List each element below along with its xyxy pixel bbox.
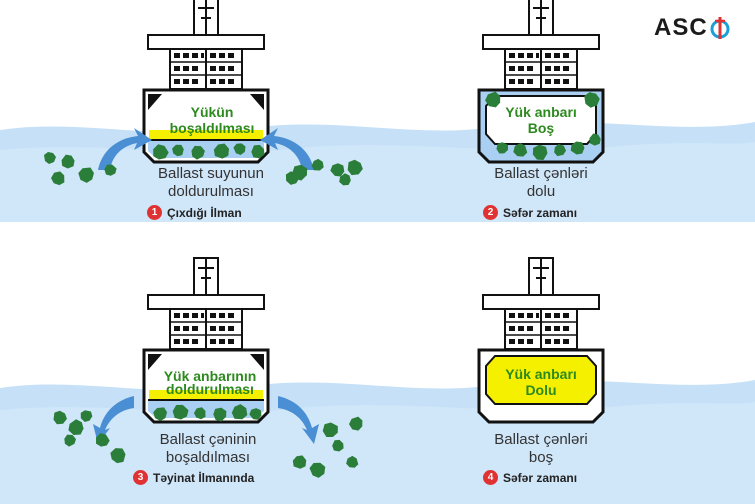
step-badge-2: 2	[483, 205, 498, 220]
ship-4	[477, 257, 605, 424]
step-badge-3: 3	[133, 470, 148, 485]
hold-label-3b: doldurulması	[166, 381, 254, 397]
caption-4-line2: boş	[528, 449, 554, 466]
arrow-intake-left	[98, 128, 152, 170]
hold-label-1b: boşaldılması	[170, 120, 255, 136]
anchor-icon	[710, 17, 730, 39]
step-3: 3 Təyinat İlmanında	[133, 470, 254, 485]
ship-1	[142, 0, 270, 164]
step-label-1: Çıxdığı İlman	[167, 205, 242, 220]
logo-text: ASC	[654, 14, 708, 41]
caption-3-line2: boşaldılması	[165, 449, 251, 466]
hold-labels: Yükün boşaldılması Yük anbarı Boş Yük an…	[164, 104, 577, 398]
step-badge-4: 4	[483, 470, 498, 485]
caption-1: Ballast suyunun doldurulması	[131, 165, 291, 201]
hold-label-2b: Boş	[528, 120, 555, 136]
ship-3	[142, 257, 270, 424]
arrow-intake-right	[260, 128, 314, 170]
asc-logo: ASC	[654, 14, 731, 42]
caption-2-line2: dolu	[526, 183, 556, 200]
caption-4-line1: Ballast çənləri	[494, 431, 588, 448]
step-label-2: Səfər zamanı	[503, 205, 578, 220]
hold-label-4b: Dolu	[525, 382, 556, 398]
caption-2: Ballast çənləri dolu	[461, 165, 621, 201]
hold-label-3a: Yük anbarının	[164, 368, 257, 384]
hold-label-4a: Yük anbarı	[505, 366, 577, 382]
cargo-layer-3	[149, 390, 263, 400]
hold-label-2a: Yük anbarı	[505, 104, 577, 120]
arrow-discharge-right	[278, 396, 319, 444]
caption-4: Ballast çənləri boş	[461, 431, 621, 467]
step-badge-1: 1	[147, 205, 162, 220]
step-label-4: Səfər zamanı	[503, 470, 578, 485]
step-2: 2 Səfər zamanı	[483, 205, 577, 220]
caption-1-line1: Ballast suyunun	[158, 165, 264, 182]
cargo-layer-1	[149, 130, 263, 140]
step-4: 4 Səfər zamanı	[483, 470, 577, 485]
step-1: 1 Çıxdığı İlman	[147, 205, 242, 220]
caption-3-line1: Ballast çəninin	[159, 431, 257, 448]
intake-arrows	[98, 128, 314, 170]
caption-1-line2: doldurulması	[168, 183, 254, 200]
discharge-arrows	[93, 396, 319, 444]
water-band-bottom	[0, 380, 755, 504]
cargo-hold-4	[485, 355, 597, 405]
arrow-discharge-left	[93, 396, 134, 444]
caption-2-line1: Ballast çənləri	[494, 165, 588, 182]
step-label-3: Təyinat İlmanında	[153, 470, 255, 485]
caption-3: Ballast çəninin boşaldılması	[128, 431, 288, 467]
ship-2	[477, 0, 605, 164]
hold-label-1a: Yükün	[191, 104, 234, 120]
